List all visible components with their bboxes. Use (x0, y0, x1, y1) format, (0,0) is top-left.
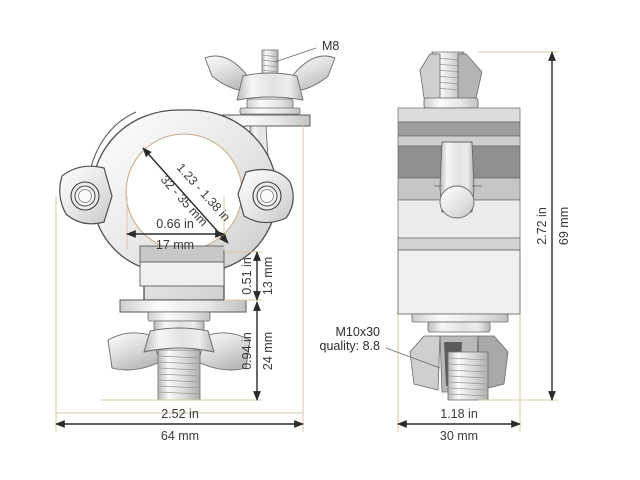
side-extension-lines (397, 51, 558, 432)
dim-side-height-inch: 2.72 in (535, 207, 549, 245)
dim-side-width-inch: 1.18 in (440, 407, 478, 421)
dim-plate-inch: 0.51 in (240, 257, 254, 295)
callout-m8-text: M8 (322, 39, 339, 53)
dim-side-height: 2.72 in 69 mm (535, 51, 571, 401)
dim-side-width: 1.18 in 30 mm (397, 407, 521, 443)
dim-side-height-mm: 69 mm (557, 207, 571, 245)
side-top-wing-nut (419, 51, 483, 109)
callout-m8: M8 (274, 39, 339, 63)
callout-m10-line2: quality: 8.8 (320, 339, 381, 353)
bottom-wing-nut (107, 311, 251, 401)
base-plate (119, 299, 247, 313)
dim-front-width-mm: 64 mm (161, 429, 199, 443)
top-wing-nut (204, 49, 336, 115)
callout-m10: M10x30 quality: 8.8 (320, 325, 441, 369)
dim-plate-mm: 13 mm (261, 257, 275, 295)
dim-front-width: 2.52 in 64 mm (55, 407, 304, 443)
dim-plate-height: 0.51 in 13 mm (240, 251, 275, 301)
front-view: M8 1.23 - 1.38 in 32 - 35 mm 0.66 in 17 … (55, 39, 339, 443)
callout-m10-line1: M10x30 (336, 325, 381, 339)
side-body (397, 107, 521, 315)
dim-side-width-mm: 30 mm (440, 429, 478, 443)
hinge-boss-left (59, 165, 113, 225)
dim-jaw-mm: 17 mm (156, 238, 194, 252)
side-bottom-bolt (409, 313, 509, 401)
side-view: M10x30 quality: 8.8 2.72 in 69 mm 1.18 i… (320, 51, 571, 443)
jaw-block (139, 245, 225, 287)
dim-bolt-mm: 24 mm (261, 332, 275, 370)
dim-jaw-inch: 0.66 in (156, 217, 194, 231)
dim-front-width-inch: 2.52 in (161, 407, 199, 421)
dim-jaw-gap: 0.66 in 17 mm (126, 217, 225, 252)
dim-bolt-height: 0.94 in 24 mm (240, 301, 275, 401)
hinge-boss-right (237, 169, 294, 224)
dim-bolt-inch: 0.94 in (240, 332, 254, 370)
